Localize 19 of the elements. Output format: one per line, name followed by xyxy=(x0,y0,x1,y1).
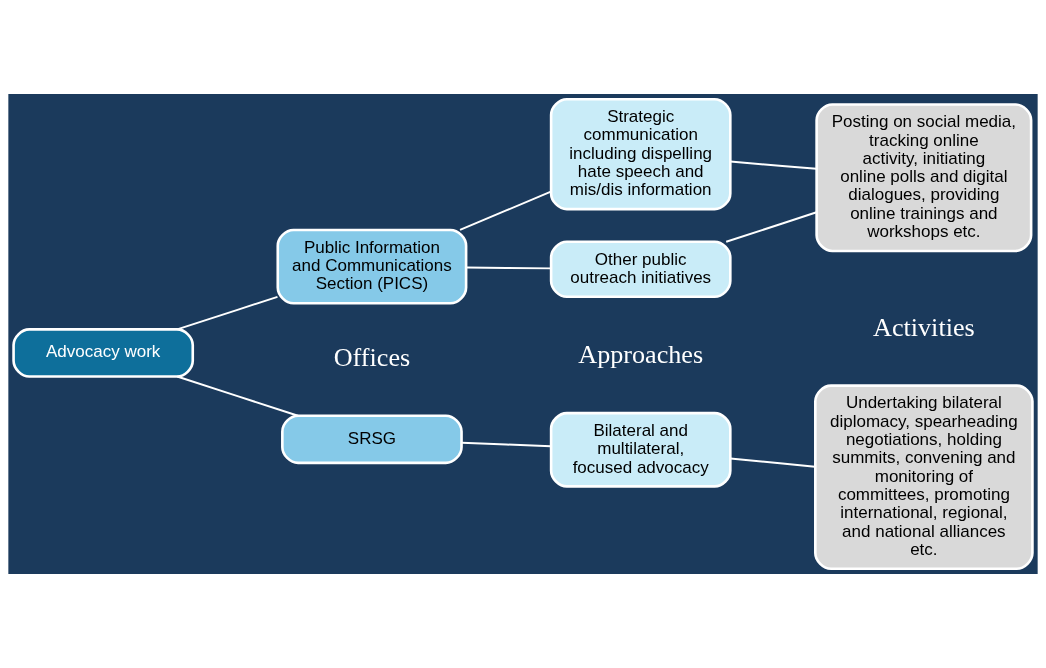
connector xyxy=(729,457,816,468)
connector xyxy=(176,295,279,331)
label: Offices xyxy=(333,343,411,373)
label: Approaches xyxy=(578,340,704,370)
node-box: Other public outreach initiatives xyxy=(549,240,732,299)
node-box: Public Information and Communications Section (PICS) xyxy=(276,228,468,305)
node-box: SRSG xyxy=(281,414,463,465)
connector xyxy=(460,441,552,448)
connector xyxy=(729,160,818,170)
connector xyxy=(465,266,552,270)
connector xyxy=(725,211,818,243)
node-box: Undertaking bilateral diplomacy, spearheading negotiations, holding summits, convening and monitoring of committees, promoting international, regional, and national alliances etc. xyxy=(814,384,1034,571)
connector xyxy=(176,375,299,417)
node-box: Advocacy work xyxy=(12,328,195,378)
node-box: Strategic communication including dispelling hate speech and mis/dis information xyxy=(549,97,732,211)
label: Activities xyxy=(873,312,975,342)
node-box: Posting on social media, tracking online activity, initiating online polls and digital dialogues, providing online trainings and workshops etc. xyxy=(815,103,1033,253)
connector xyxy=(459,190,552,231)
node-box: Bilateral and multilateral, focused advocacy xyxy=(549,411,732,488)
